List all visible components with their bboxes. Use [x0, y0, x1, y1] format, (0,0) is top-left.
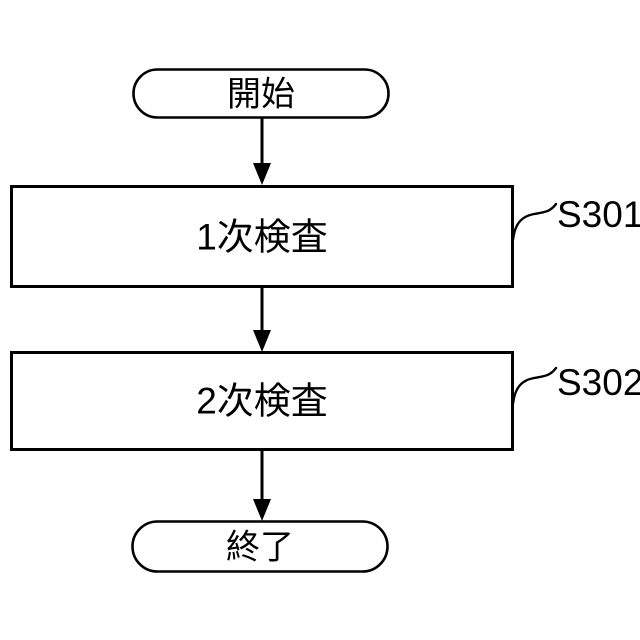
arrow-head-icon [253, 330, 271, 352]
step1-ref-connector [511, 202, 558, 242]
step2-ref-label: S302 [557, 362, 640, 403]
node-start-terminator: 開始 [132, 68, 390, 119]
step2-ref-connector [511, 366, 558, 406]
step2-process-shape [10, 351, 514, 451]
start-terminator-label: 開始 [227, 76, 295, 114]
node-step1-process: 1次検査 S301 [10, 185, 640, 288]
arrow-start-to-step1 [253, 117, 271, 185]
node-end-terminator: 終了 [131, 520, 389, 573]
arrow-step1-to-step2 [253, 287, 271, 352]
step2-process-label: 2次検査 [196, 381, 328, 422]
arrow-step2-to-end [253, 450, 271, 521]
end-terminator-label: 終了 [226, 529, 294, 567]
arrow-head-icon [253, 163, 271, 185]
step1-process-label: 1次検査 [196, 217, 328, 258]
node-step2-process: 2次検査 S302 [10, 351, 640, 451]
step1-process-shape [10, 185, 514, 288]
end-terminator-shape [131, 520, 389, 573]
arrow-head-icon [253, 499, 271, 521]
step1-ref-label: S301 [557, 194, 640, 235]
